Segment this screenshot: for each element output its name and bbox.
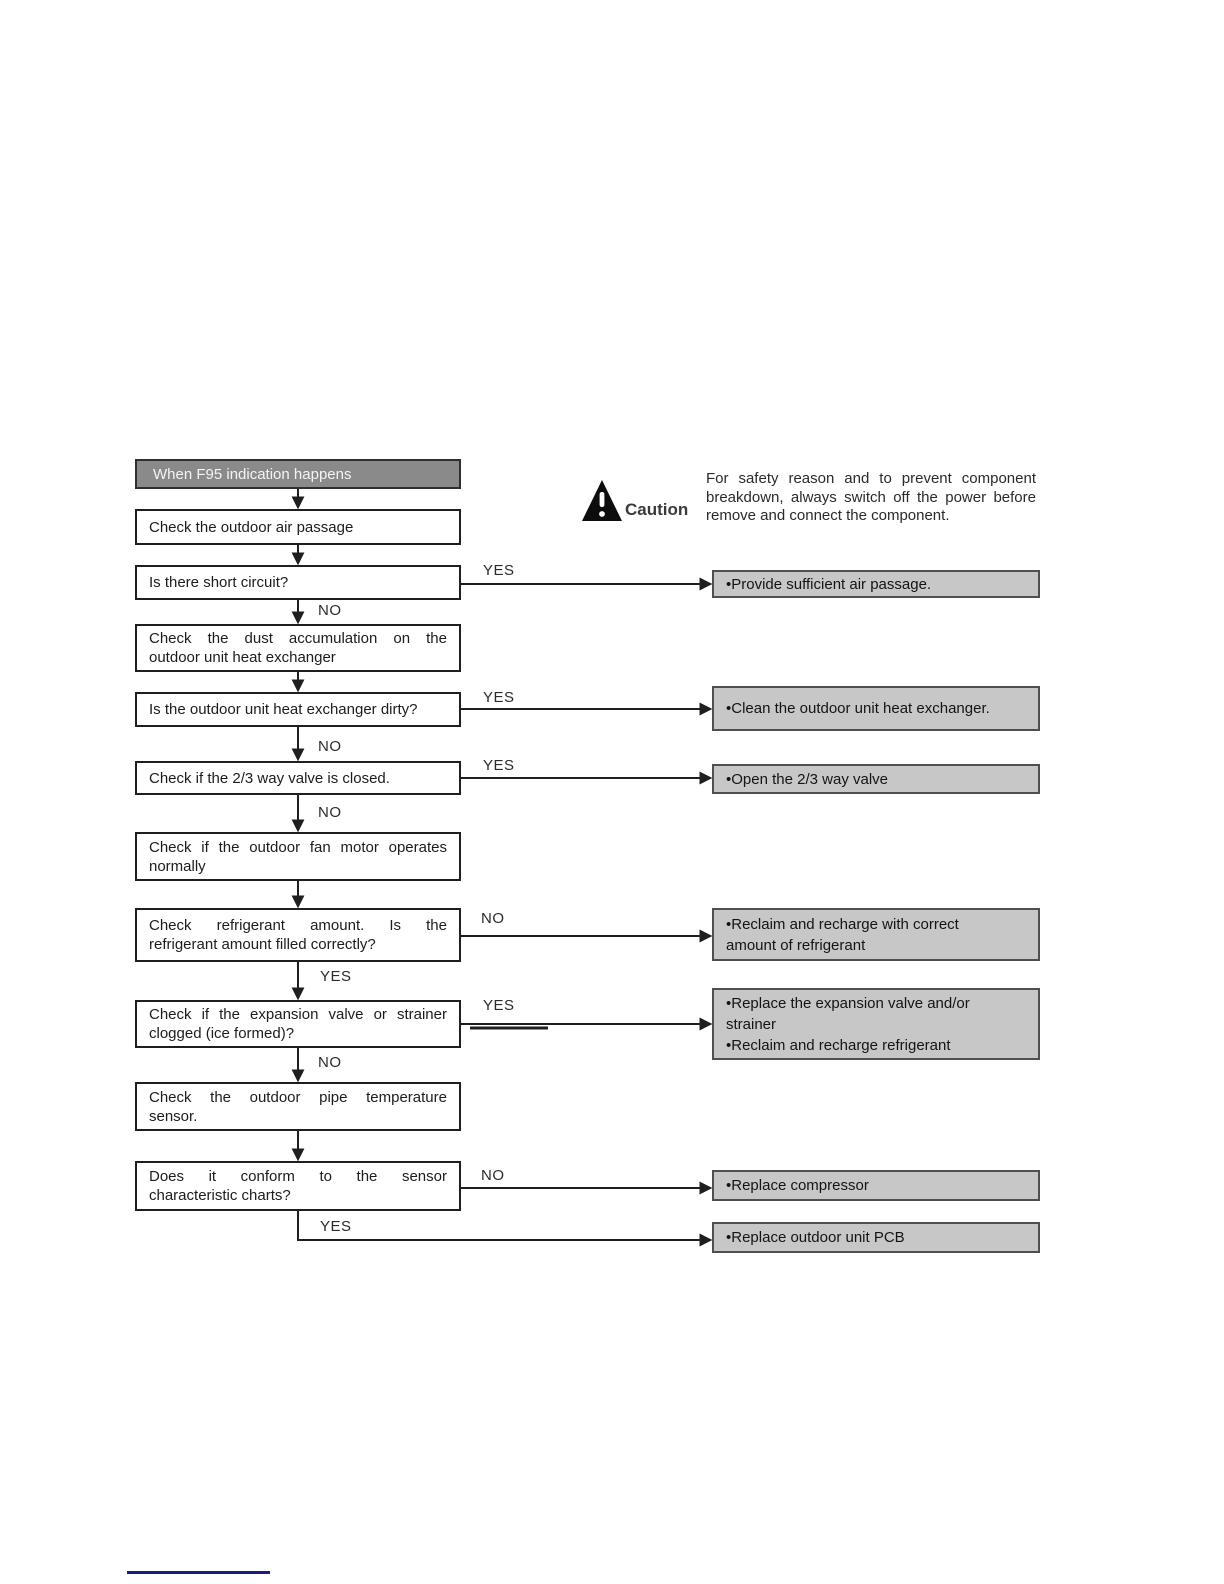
step-text: characteristic charts? xyxy=(149,1187,291,1204)
branch-label-yes: YES xyxy=(320,1218,352,1235)
flow-start-node: When F95 indication happens xyxy=(135,459,461,489)
step-text: Check if the outdoor fan motor operates xyxy=(149,838,447,856)
action-text: •Reclaim and recharge with correct xyxy=(726,915,959,933)
branch-label-no: NO xyxy=(318,738,342,755)
step-valve-closed-question: Check if the 2/3 way valve is closed. xyxy=(135,761,461,795)
action-text: amount of refrigerant xyxy=(726,936,866,954)
action-text: •Replace outdoor unit PCB xyxy=(726,1229,905,1246)
action-text: •Clean the outdoor unit heat exchanger. xyxy=(726,700,990,717)
action-text: •Provide sufficient air passage. xyxy=(726,575,932,593)
step-text: Is the outdoor unit heat exchanger dirty… xyxy=(149,701,418,718)
step-short-circuit-question: Is there short circuit? xyxy=(135,565,461,600)
branch-label-no: NO xyxy=(318,804,342,821)
step-text: Does it conform to the sensor xyxy=(149,1168,447,1185)
caution-label: Caution xyxy=(625,500,689,519)
step-text: clogged (ice formed)? xyxy=(149,1025,295,1042)
branch-label-no: NO xyxy=(481,1167,505,1184)
branch-label-no: NO xyxy=(318,602,342,619)
action-clean-heat-exchanger: •Clean the outdoor unit heat exchanger. xyxy=(712,686,1040,731)
step-text: Check the dust accumulation on the xyxy=(149,630,447,647)
action-replace-expansion-valve: •Replace the expansion valve and/or stra… xyxy=(712,988,1040,1060)
action-open-valve: •Open the 2/3 way valve xyxy=(712,764,1040,794)
action-text: •Replace compressor xyxy=(726,1177,869,1194)
step-text: Check refrigerant amount. Is the xyxy=(149,917,447,934)
branch-label-no: NO xyxy=(318,1054,342,1071)
step-text: Check if the expansion valve or strainer xyxy=(149,1006,447,1023)
step-check-air-passage: Check the outdoor air passage xyxy=(135,509,461,545)
footer-divider-line xyxy=(127,1571,270,1574)
branch-label-yes: YES xyxy=(483,757,515,774)
branch-label-yes: YES xyxy=(483,997,515,1014)
step-text: sensor. xyxy=(149,1107,198,1125)
step-dust-accumulation: Check the dust accumulation on the outdo… xyxy=(135,624,461,672)
branch-label-yes: YES xyxy=(320,968,352,985)
action-text: •Open the 2/3 way valve xyxy=(726,770,889,788)
action-replace-compressor: •Replace compressor xyxy=(712,1170,1040,1201)
step-text: Check if the 2/3 way valve is closed. xyxy=(149,769,390,787)
warning-triangle-icon xyxy=(582,480,622,521)
step-text: refrigerant amount filled correctly? xyxy=(149,936,376,953)
branch-label-yes: YES xyxy=(483,689,515,706)
action-text: strainer xyxy=(726,1015,777,1033)
step-refrigerant-amount-question: Check refrigerant amount. Is the refrige… xyxy=(135,908,461,962)
step-sensor-characteristic-question: Does it conform to the sensor characteri… xyxy=(135,1161,461,1211)
branch-label-yes: YES xyxy=(483,562,515,579)
action-reclaim-recharge-refrigerant: •Reclaim and recharge with correct amoun… xyxy=(712,908,1040,961)
step-text: Is there short circuit? xyxy=(149,574,289,591)
step-text: Check the outdoor pipe temperature xyxy=(149,1088,447,1106)
step-fan-motor-check: Check if the outdoor fan motor operates … xyxy=(135,832,461,881)
caution-paragraph: For safety reason and to prevent compone… xyxy=(706,470,1036,524)
step-text: Check the outdoor air passage xyxy=(149,518,354,536)
action-text: •Reclaim and recharge refrigerant xyxy=(726,1036,951,1054)
step-heat-exchanger-dirty-question: Is the outdoor unit heat exchanger dirty… xyxy=(135,692,461,727)
step-expansion-valve-question: Check if the expansion valve or strainer… xyxy=(135,1000,461,1048)
flow-start-label: When F95 indication happens xyxy=(153,465,352,483)
action-provide-air-passage: •Provide sufficient air passage. xyxy=(712,570,1040,598)
step-pipe-temperature-sensor: Check the outdoor pipe temperature senso… xyxy=(135,1082,461,1131)
action-text: •Replace the expansion valve and/or xyxy=(726,994,970,1012)
step-text: outdoor unit heat exchanger xyxy=(149,649,336,666)
step-text: normally xyxy=(149,857,206,875)
branch-label-no: NO xyxy=(481,910,505,927)
action-replace-outdoor-pcb: •Replace outdoor unit PCB xyxy=(712,1222,1040,1253)
